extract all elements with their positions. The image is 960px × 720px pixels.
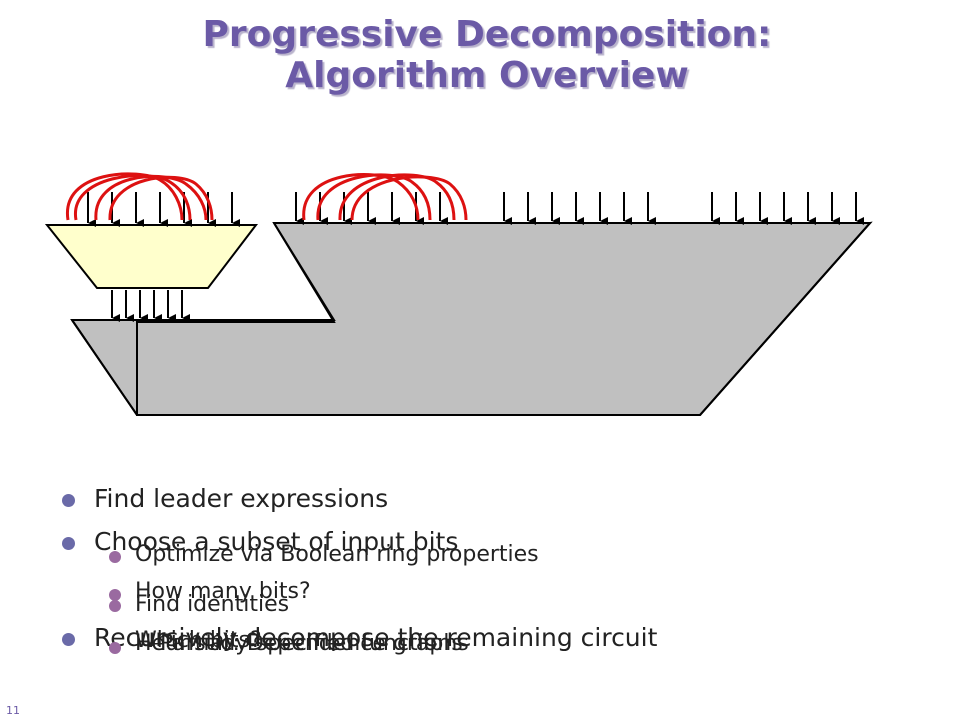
sub-bullet-how-many-bits: How many bits?	[135, 579, 311, 604]
sub-bullet-which-bits: Which bits?	[135, 628, 262, 653]
sub-bullet-marker-4	[109, 642, 121, 654]
title-line-1: Progressive Decomposition:	[202, 14, 772, 55]
slide-number: 11	[6, 704, 20, 717]
bullet-marker-2	[62, 537, 75, 550]
sub-bullet-find-identities: Find identities	[135, 592, 290, 617]
input-subset-loops	[66, 172, 468, 221]
small-block-output-arrows	[111, 290, 190, 322]
slide-title: Progressive Decomposition: Algorithm Ove…	[0, 14, 960, 96]
sub-bullet-marker-1	[109, 551, 121, 563]
sub-bullet-boolean-ring: Optimize via Boolean ring properties	[135, 542, 539, 567]
sub-bullet-marker-3	[109, 600, 121, 612]
sub-bullet-marker-2	[109, 589, 121, 601]
bullet-recursively-decompose: Recursively decompose the remaining circ…	[94, 623, 658, 652]
bullet-marker-1	[62, 494, 75, 507]
sub-bullet-partially-specified: Partially-specified functions	[160, 631, 463, 656]
bullet-marker-3	[62, 633, 75, 646]
bullet-find-leader-expressions: Find leader expressions	[94, 484, 389, 513]
leader-expression-block	[44, 224, 259, 289]
bullet-choose-subset: Choose a subset of input bits	[94, 527, 459, 556]
sub-bullet-dependence-graphs: Heuristic: Dependence graphs	[135, 631, 469, 656]
title-line-2: Algorithm Overview	[285, 55, 689, 96]
